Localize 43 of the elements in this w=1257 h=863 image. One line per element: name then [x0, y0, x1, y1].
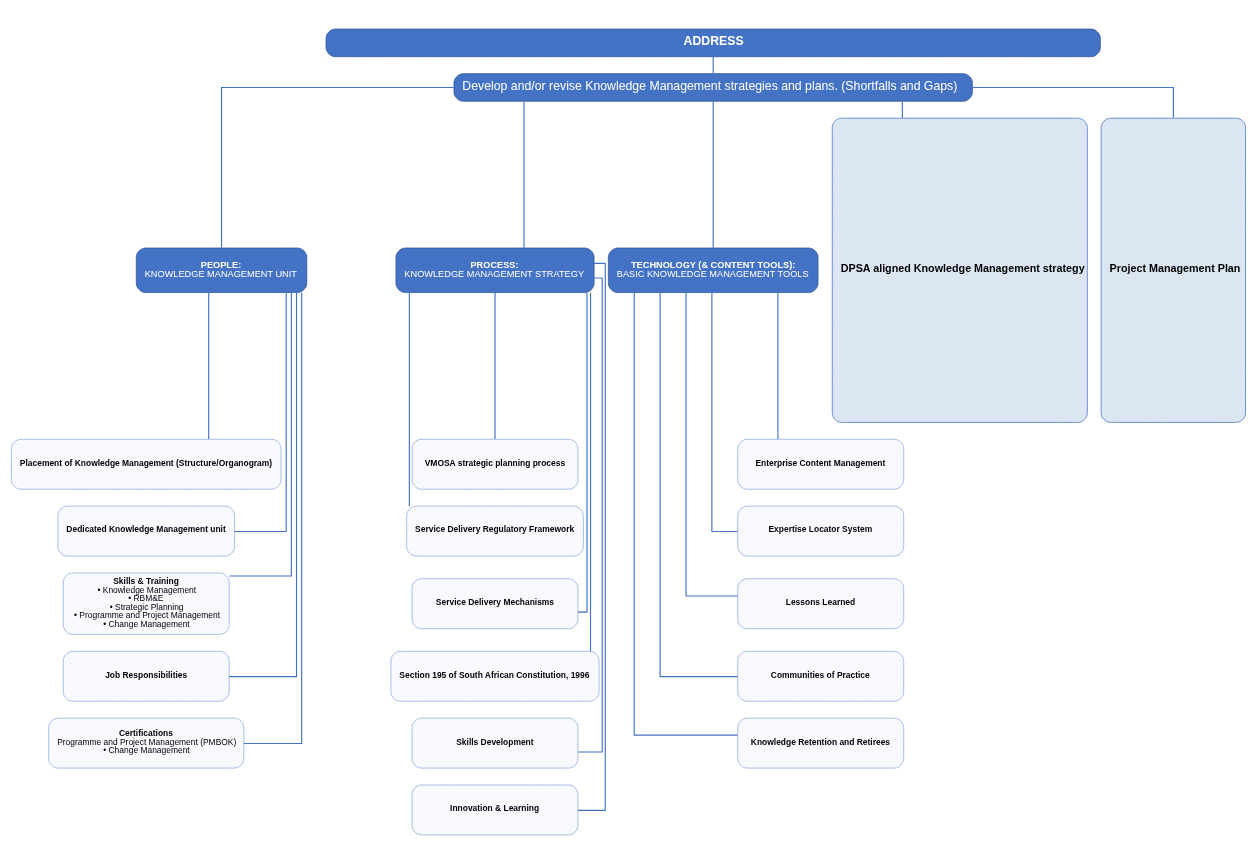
connector [577, 276, 603, 753]
node-box: Develop and/or revise Knowledge Management strategies and plans. (Shortfalls and Gaps) [453, 72, 973, 102]
node-box: Lessons Learned [737, 577, 905, 629]
node-box: DPSA aligned Knowledge Management strategy [831, 117, 1088, 423]
connector [685, 291, 739, 597]
node-box: PEOPLE: KNOWLEDGE MANAGEMENT UNIT [135, 247, 308, 293]
node-box: Enterprise Content Management [737, 438, 905, 490]
connector [208, 291, 210, 440]
connector [220, 86, 455, 248]
connector [659, 291, 739, 677]
connector [408, 291, 410, 506]
connector [777, 291, 779, 440]
node-box: VMOSA strategic planning process [411, 438, 579, 490]
node-box: Project Management Plan [1100, 117, 1246, 423]
connector [711, 291, 739, 532]
node-box: Placement of Knowledge Management (Structure/Organogram) [11, 438, 282, 490]
node-box: Certifications Programme and Project Management (PMBOK) • Change Management [48, 717, 245, 768]
connector [228, 291, 298, 677]
node-box: Innovation & Learning [411, 784, 579, 835]
node-box: Expertise Locator System [737, 505, 905, 556]
connector [234, 291, 287, 532]
node-box: Communities of Practice [737, 650, 905, 702]
connector [494, 291, 496, 440]
node-box: Skills & Training • Knowledge Management • RBM&E • Strategic Planning • Programme and Project Management • Change Management [62, 572, 230, 635]
node-box: Knowledge Retention and Retirees [737, 717, 905, 768]
node-box: TECHNOLOGY (& CONTENT TOOLS): BASIC KNOWLEDGE MANAGEMENT TOOLS [607, 247, 819, 293]
node-box: Skills Development [411, 717, 579, 768]
connector [228, 291, 292, 577]
node-box: Dedicated Knowledge Management unit [57, 505, 235, 556]
node-box: ADDRESS [325, 28, 1101, 57]
connector [633, 291, 739, 736]
connector [712, 100, 714, 248]
connector [589, 291, 592, 652]
connector [243, 291, 303, 744]
connector [577, 262, 606, 811]
node-box: Job Responsibilities [62, 650, 230, 702]
connector [523, 100, 525, 248]
node-box: Service Delivery Mechanisms [411, 577, 579, 629]
connector [971, 86, 1174, 119]
node-box: Service Delivery Regulatory Framework [406, 505, 584, 556]
connector [577, 291, 588, 613]
node-box: PROCESS: KNOWLEDGE MANAGEMENT STRATEGY [395, 247, 595, 293]
node-box: Section 195 of South African Constitution, 1996 [390, 650, 600, 702]
